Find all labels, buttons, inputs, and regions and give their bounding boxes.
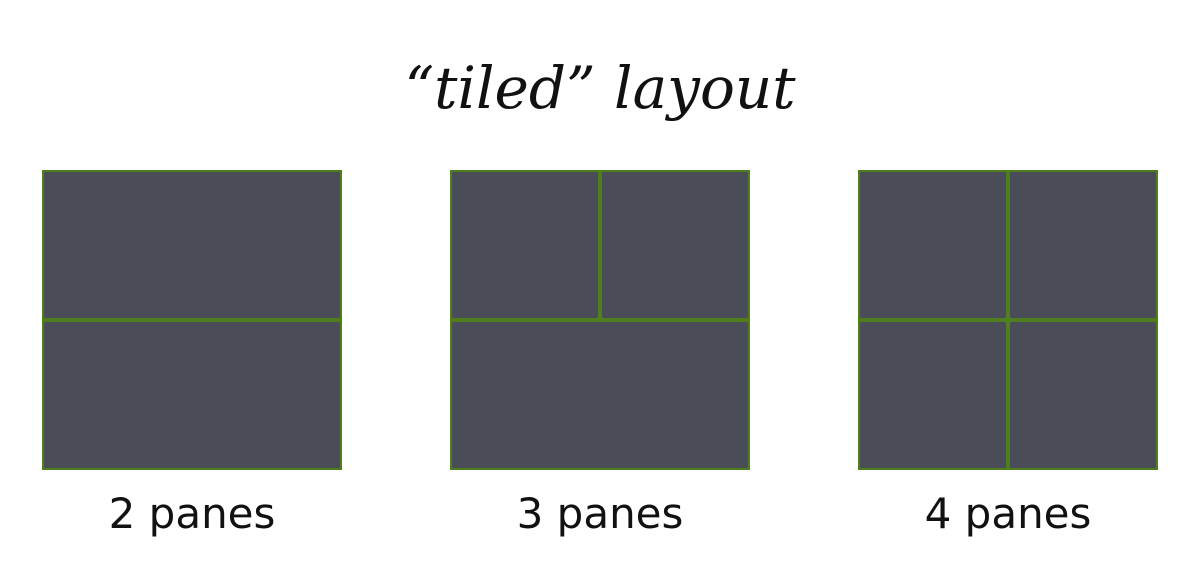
pane-bottom	[44, 320, 340, 468]
pane-bottom-right	[1008, 320, 1156, 468]
pane-top-left	[860, 172, 1008, 320]
vertical-divider	[1006, 172, 1010, 468]
pane-bottom-left	[860, 320, 1008, 468]
layout-2-panes	[42, 170, 342, 470]
pane-top-right	[600, 172, 748, 320]
layout-4-panes	[858, 170, 1158, 470]
caption-3-panes: 3 panes	[516, 489, 684, 538]
vertical-divider	[598, 172, 602, 320]
pane-top-right	[1008, 172, 1156, 320]
horizontal-divider	[44, 318, 340, 322]
layout-3-panes	[450, 170, 750, 470]
horizontal-divider	[452, 318, 748, 322]
caption-2-panes: 2 panes	[108, 489, 276, 538]
pane-top	[44, 172, 340, 320]
caption-4-panes: 4 panes	[924, 489, 1092, 538]
pane-bottom	[452, 320, 748, 468]
pane-top-left	[452, 172, 600, 320]
diagram-title: “tiled” layout	[404, 54, 796, 122]
